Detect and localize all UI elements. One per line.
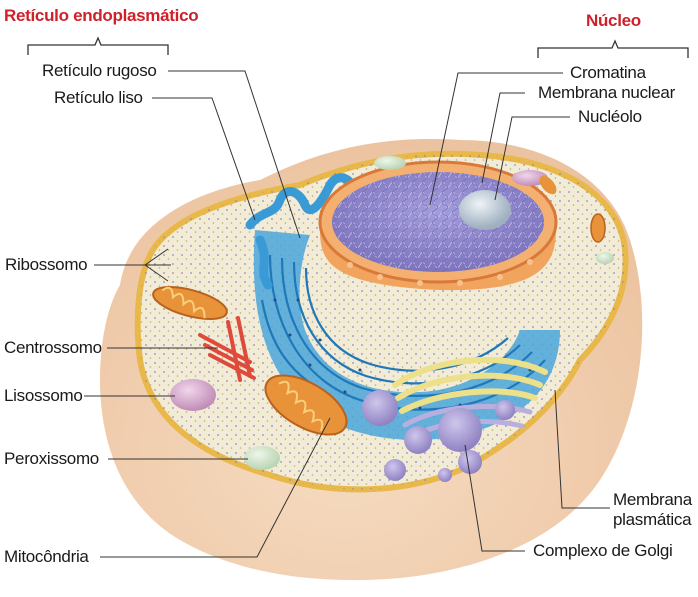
reticulo-bracket bbox=[27, 36, 169, 55]
leader-lines bbox=[84, 70, 610, 558]
mitocondria-shape bbox=[152, 286, 348, 436]
label-cromatina: Cromatina bbox=[570, 63, 646, 82]
label-membrana-nuclear: Membrana nuclear bbox=[538, 83, 675, 102]
label-lisossomo: Lisossomo bbox=[4, 386, 83, 405]
nucleolo-shape bbox=[459, 190, 511, 230]
label-centrossomo: Centrossomo bbox=[4, 338, 102, 357]
label-membrana-plasmatica-2: plasmática bbox=[613, 510, 692, 529]
label-nucleolo: Nucléolo bbox=[578, 107, 642, 126]
label-mitocondria: Mitocôndria bbox=[4, 547, 89, 566]
peroxissomo-shape bbox=[244, 446, 280, 470]
label-ribossomo: Ribossomo bbox=[5, 255, 88, 274]
nucleus-shape bbox=[318, 160, 558, 291]
reticulo-header: Retículo endoplasmático bbox=[4, 6, 199, 25]
centrossomo-shape bbox=[198, 316, 256, 382]
label-reticulo-rugoso: Retículo rugoso bbox=[42, 61, 157, 80]
label-peroxissomo: Peroxissomo bbox=[4, 449, 99, 468]
nucleo-header: Núcleo bbox=[586, 11, 641, 30]
lisossomo-shape bbox=[170, 379, 216, 411]
label-complexo-golgi: Complexo de Golgi bbox=[533, 541, 673, 560]
label-membrana-plasmatica-1: Membrana bbox=[613, 490, 692, 509]
label-reticulo-liso: Retículo liso bbox=[54, 88, 143, 107]
golgi-shape bbox=[362, 356, 548, 482]
reticulo-liso-shape bbox=[245, 173, 360, 290]
nucleo-bracket bbox=[537, 39, 689, 58]
